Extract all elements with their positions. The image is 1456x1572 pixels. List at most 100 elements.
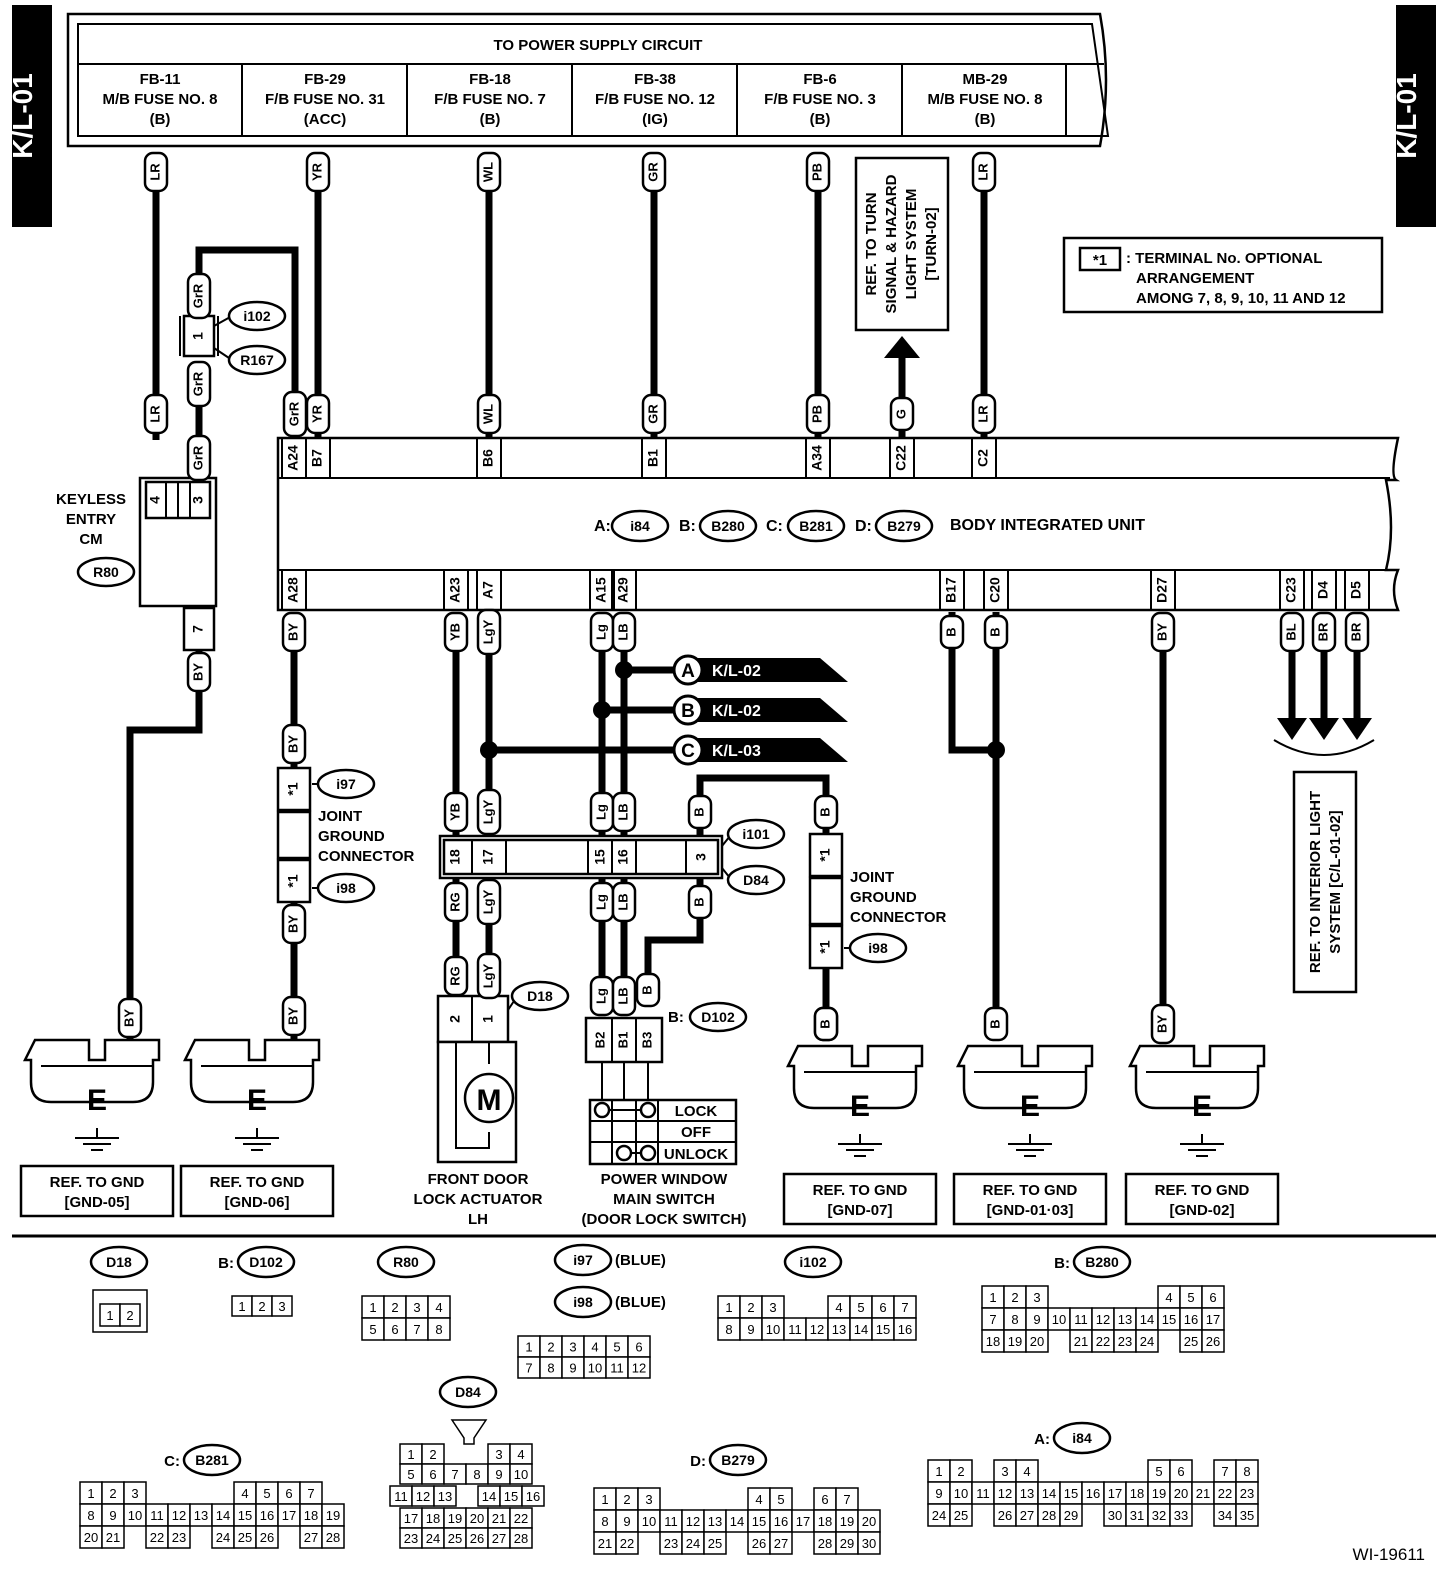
pin-number: 14 bbox=[1140, 1312, 1154, 1327]
wire-code-badge: LgY bbox=[476, 878, 502, 926]
fuse-2: FB-29F/B FUSE NO. 31(ACC) bbox=[265, 71, 385, 128]
pin-number: 4 bbox=[435, 1300, 442, 1315]
pin-number: 10 bbox=[514, 1467, 528, 1482]
fuse-id: FB-29 bbox=[304, 71, 346, 88]
wire-code-badge: LR bbox=[971, 151, 997, 193]
pin-number: 5 bbox=[369, 1322, 376, 1337]
conn-view-name: i97 bbox=[573, 1252, 593, 1268]
wire-code-badge: GrR bbox=[186, 360, 212, 408]
wire-code: B bbox=[691, 807, 706, 816]
conn-view-name: R80 bbox=[393, 1254, 419, 1270]
pin-number: 7 bbox=[843, 1492, 850, 1507]
wire-code: LR bbox=[147, 163, 162, 181]
wire-code: LR bbox=[147, 405, 162, 423]
ground-ref-code: [GND-01·03] bbox=[987, 1202, 1074, 1219]
wire-code: GR bbox=[645, 404, 660, 424]
pin-number: 22 bbox=[620, 1536, 634, 1551]
wire-code: BY bbox=[1154, 623, 1169, 641]
bcm-top-pin-C22: C22 bbox=[893, 445, 909, 471]
pin-number: 28 bbox=[326, 1530, 340, 1545]
pin-number: 13 bbox=[1020, 1486, 1034, 1501]
pin-number: 24 bbox=[686, 1536, 700, 1551]
pin-number: 7 bbox=[1221, 1464, 1228, 1479]
pin-number: 7 bbox=[451, 1467, 458, 1482]
switch-state-lock: LOCK bbox=[675, 1103, 718, 1120]
wire-code-badge: YR bbox=[305, 151, 331, 193]
bcm-conn-prefix: B: bbox=[679, 518, 696, 535]
i102-pin: 1 bbox=[190, 332, 206, 340]
pin-number: 3 bbox=[278, 1299, 285, 1314]
pin-number: 14 bbox=[730, 1514, 744, 1529]
figure-id: WI-19611 bbox=[1353, 1545, 1425, 1564]
pin-number: 25 bbox=[954, 1508, 968, 1523]
pin-number: 8 bbox=[435, 1322, 442, 1337]
pin-number: 30 bbox=[1108, 1508, 1122, 1523]
conn-view-note: (BLUE) bbox=[615, 1294, 666, 1311]
ground-mark: E bbox=[1192, 1090, 1212, 1123]
wire-code-badge: B bbox=[983, 1006, 1009, 1042]
wire-code: LgY bbox=[480, 889, 495, 914]
pin-number: 24 bbox=[426, 1531, 440, 1546]
pin-number: 6 bbox=[879, 1300, 886, 1315]
actuator-pin-2: 2 bbox=[447, 1015, 463, 1023]
pin-number: 5 bbox=[1155, 1464, 1162, 1479]
wire-code: GR bbox=[645, 162, 660, 182]
wire-code: B bbox=[987, 1019, 1002, 1028]
wire-code: RG bbox=[447, 892, 462, 912]
wire-code: LR bbox=[975, 163, 990, 181]
bcm-bottom-pin-A15: A15 bbox=[593, 577, 609, 603]
turn-arrow bbox=[884, 336, 920, 358]
keyless-pin-3: 3 bbox=[190, 496, 206, 504]
turn-ref-line: REF. TO TURN bbox=[863, 192, 880, 295]
pin-number: 8 bbox=[1011, 1312, 1018, 1327]
pin-number: 6 bbox=[635, 1340, 642, 1355]
i101-pin-18: 18 bbox=[447, 849, 463, 865]
wire-code-badge: YB bbox=[443, 611, 469, 653]
pin-number: 30 bbox=[862, 1536, 876, 1551]
wire-code: BY bbox=[285, 1007, 300, 1025]
pin-number: 2 bbox=[429, 1447, 436, 1462]
pin-number: 4 bbox=[517, 1447, 524, 1462]
wire-code-badge: LB bbox=[611, 791, 637, 833]
pin-number: 23 bbox=[172, 1530, 186, 1545]
ground-ref-label: REF. TO GND bbox=[813, 1182, 908, 1199]
fuse-name: M/B FUSE NO. 8 bbox=[927, 91, 1042, 108]
actuator-label-1: FRONT DOOR bbox=[428, 1171, 529, 1188]
pin-number: 22 bbox=[1218, 1486, 1232, 1501]
joint1-label-1: JOINT bbox=[318, 808, 362, 825]
pin-number: 10 bbox=[588, 1361, 602, 1376]
wire-code: YR bbox=[309, 162, 324, 181]
pin-number: 12 bbox=[810, 1322, 824, 1337]
ground-mark: E bbox=[87, 1084, 107, 1117]
pin-number: 7 bbox=[413, 1322, 420, 1337]
pin-number: 8 bbox=[601, 1514, 608, 1529]
keyless-conn-label: R80 bbox=[93, 564, 119, 580]
pin-number: 16 bbox=[260, 1508, 274, 1523]
pin-number: 9 bbox=[569, 1361, 576, 1376]
pin-number: 2 bbox=[747, 1300, 754, 1315]
wire-code: Lg bbox=[593, 624, 608, 640]
keyless-label-2: ENTRY bbox=[66, 511, 116, 528]
pin-number: 21 bbox=[492, 1511, 506, 1526]
pin-number: 7 bbox=[307, 1486, 314, 1501]
pin-number: 10 bbox=[642, 1514, 656, 1529]
pin-number: 4 bbox=[1165, 1290, 1172, 1305]
wire-code: BY bbox=[285, 735, 300, 753]
pin-number: 26 bbox=[752, 1536, 766, 1551]
fuse-5: FB-6F/B FUSE NO. 3(B) bbox=[764, 71, 876, 128]
pin-number: 25 bbox=[1184, 1334, 1198, 1349]
wire-code-badge: LR bbox=[143, 393, 169, 435]
pin-number: 17 bbox=[796, 1514, 810, 1529]
pin-number: 14 bbox=[1042, 1486, 1056, 1501]
pin-number: 17 bbox=[282, 1508, 296, 1523]
fuse-type: (B) bbox=[810, 111, 831, 128]
switch-conn-prefix: B: bbox=[668, 1009, 684, 1026]
wire-code-badge: B bbox=[813, 1006, 839, 1042]
bcm-bottom-pin-B17: B17 bbox=[943, 577, 959, 603]
conn-view-label-i98: i98(BLUE) bbox=[553, 1285, 666, 1319]
